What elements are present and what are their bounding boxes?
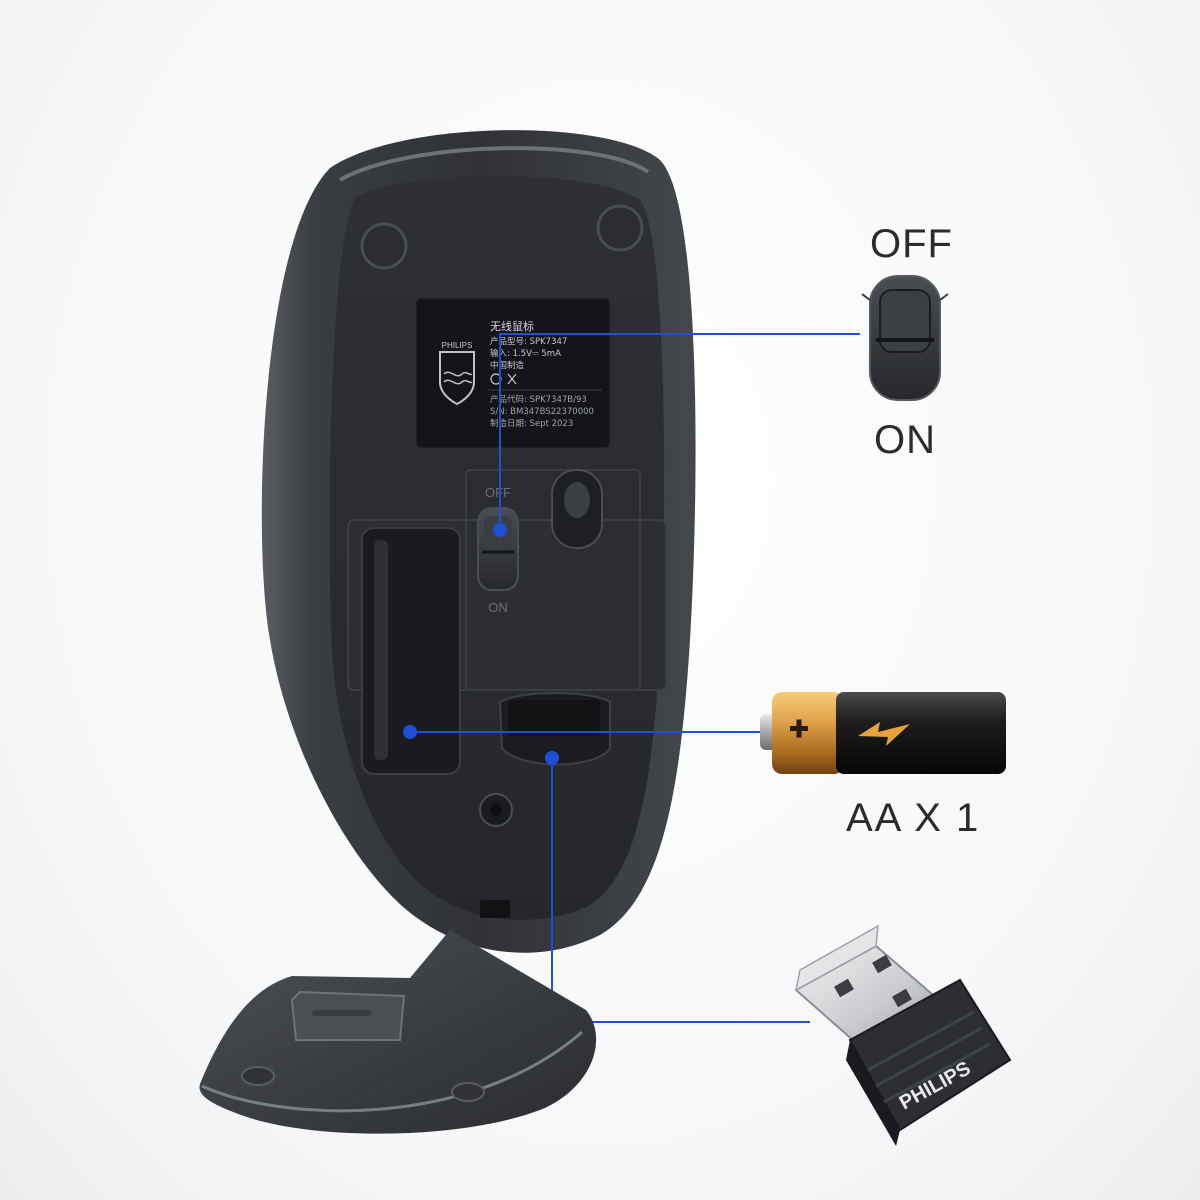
battery-cover-foot-left <box>241 1066 275 1086</box>
usb-receiver: PHILIPS <box>794 924 1012 1146</box>
battery-door-step <box>465 469 641 691</box>
bottom-slot <box>480 900 510 918</box>
switch-callout-dot <box>493 523 507 537</box>
usb-connector-top <box>794 924 879 992</box>
mouse-switch-off-text: OFF <box>485 485 511 500</box>
battery-cover-tab-ridge <box>312 1010 372 1016</box>
mouse-rating-label: PHILIPS 无线鼠标 产品型号: SPK7347 输入: 1.5V⎓ 5mA… <box>415 297 611 449</box>
optical-sensor-lens <box>564 482 590 518</box>
receiver-housing-side <box>846 1040 900 1146</box>
switch-detail <box>861 275 949 401</box>
mouse-switch-on-text: ON <box>488 600 508 615</box>
switch-callout-line <box>499 333 860 530</box>
label-plate <box>415 297 611 449</box>
switch-off-label: OFF <box>870 222 953 266</box>
battery-plus-icon <box>790 719 808 738</box>
label-title: 无线鼠标 <box>490 319 534 333</box>
label-origin: 中国制造 <box>490 360 525 371</box>
screw-hole-center <box>490 804 502 816</box>
mouse-foot-right <box>596 204 644 252</box>
battery-callout-dot <box>403 725 417 739</box>
usb-pin-slot-2 <box>872 954 892 974</box>
receiver-grip-lines <box>867 1010 991 1104</box>
receiver-slot-inner <box>508 700 600 736</box>
label-model: 产品型号: SPK7347 <box>490 336 567 347</box>
battery-cover-foot-right <box>451 1082 485 1102</box>
battery-spec-label: AA X 1 <box>846 796 981 840</box>
installed-battery-shine <box>374 540 388 760</box>
battery-cover <box>199 930 597 1134</box>
mouse-foot-left <box>360 222 408 270</box>
switch-detail-knob <box>879 289 931 353</box>
aa-battery <box>760 692 1006 774</box>
switch-detail-edges <box>861 293 949 301</box>
usb-pin-slot-1 <box>834 978 854 998</box>
label-brand: PHILIPS <box>442 341 473 350</box>
label-input: 输入: 1.5V⎓ 5mA <box>490 348 561 359</box>
label-code: 产品代码: SPK7347B/93 <box>490 394 587 405</box>
switch-on-label: ON <box>874 418 936 462</box>
mouse-body: OFF ON <box>261 130 696 953</box>
usb-pin-slot-3 <box>892 988 912 1008</box>
philips-shield-icon <box>439 351 475 406</box>
battery-black-section <box>836 692 1006 774</box>
receiver-callout-dot <box>545 751 559 765</box>
battery-cover-rim <box>201 1030 583 1113</box>
label-serial: S/N: BM347BS22370000 <box>490 407 594 417</box>
battery-gold-section <box>772 692 844 774</box>
battery-bolt-icon <box>858 722 910 746</box>
label-date: 制造日期: Sept 2023 <box>490 418 573 429</box>
mouse-shell-highlight <box>339 146 650 182</box>
